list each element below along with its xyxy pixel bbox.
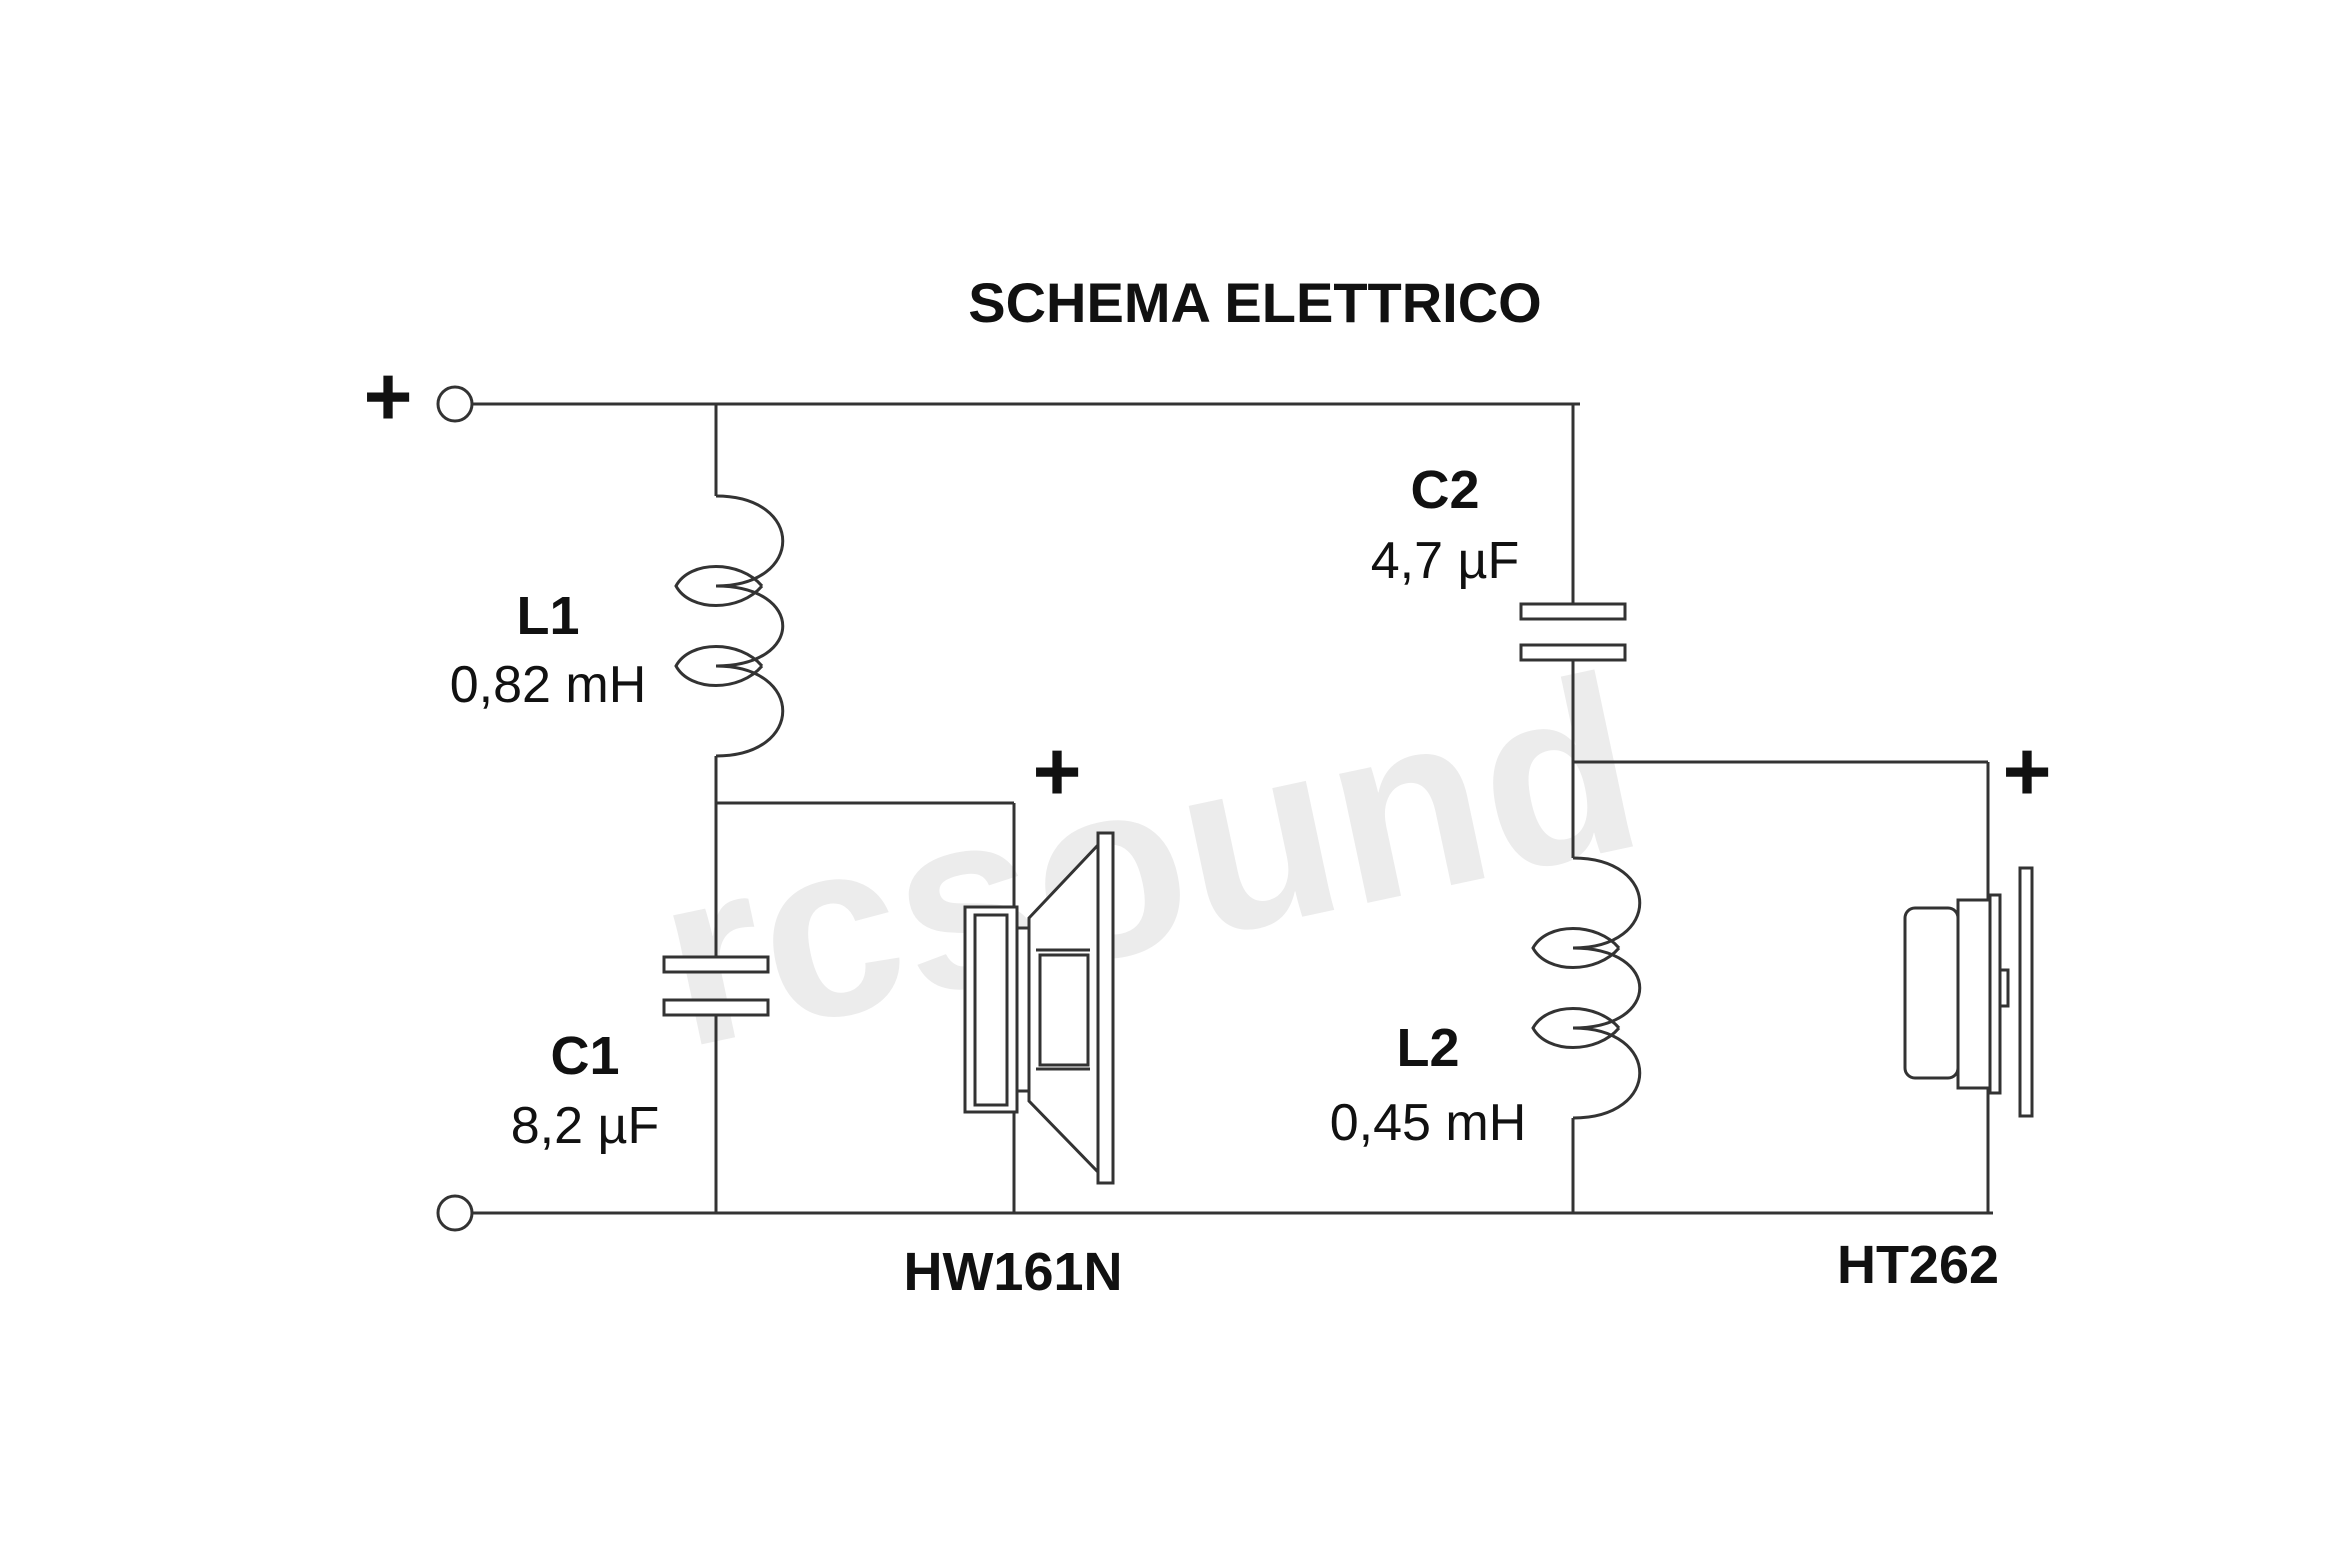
watermark: rcsound (637, 622, 1660, 1100)
c1-value-label: 8,2 µF (511, 1097, 659, 1155)
inductor-l1 (674, 494, 785, 758)
c1-ref-label: C1 (550, 1026, 619, 1086)
inductor-l2 (1531, 856, 1642, 1120)
l1-ref-label: L1 (516, 586, 579, 646)
woofer-speaker-icon (963, 831, 1115, 1185)
woofer-model-label: HW161N (903, 1242, 1122, 1302)
c2-value-label: 4,7 µF (1371, 532, 1519, 590)
input-positive-label: + (363, 349, 412, 443)
woofer-polarity-label: + (1032, 724, 1081, 818)
capacitor-c1 (662, 955, 770, 1017)
capacitor-c2 (1519, 602, 1627, 662)
l2-value-label: 0,45 mH (1330, 1094, 1527, 1152)
l2-ref-label: L2 (1396, 1018, 1459, 1078)
input-negative-terminal (436, 1194, 474, 1232)
tweeter-model-label: HT262 (1837, 1235, 1999, 1295)
diagram-title: SCHEMA ELETTRICO (968, 271, 1541, 334)
input-positive-terminal (436, 385, 474, 423)
l1-value-label: 0,82 mH (450, 656, 647, 714)
c2-ref-label: C2 (1410, 460, 1479, 520)
tweeter-speaker-icon (1903, 866, 2034, 1118)
tweeter-polarity-label: + (2002, 724, 2051, 818)
